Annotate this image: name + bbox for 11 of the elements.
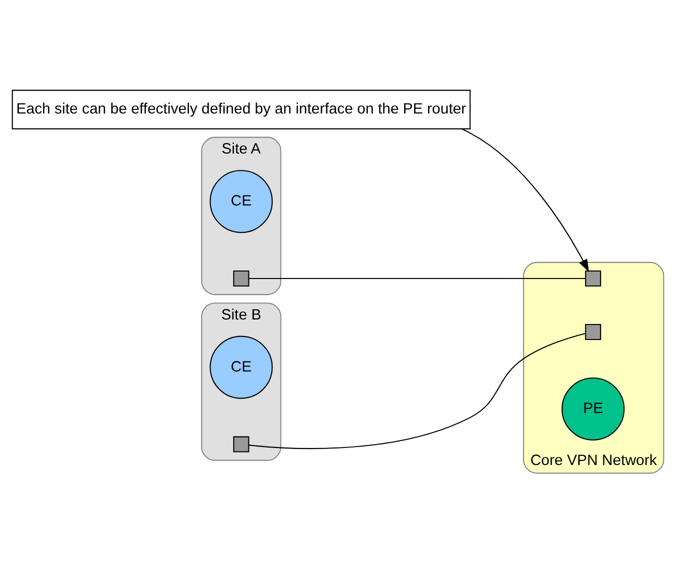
connector bbox=[248, 277, 586, 279]
node-circle: CE bbox=[210, 169, 273, 233]
node-box bbox=[233, 436, 250, 452]
node-box bbox=[233, 270, 250, 286]
node-circle: PE bbox=[562, 376, 625, 440]
connector bbox=[248, 332, 586, 448]
node-box: Each site can be effectively defined by an interface on the PE router bbox=[12, 89, 471, 129]
node-circle: CE bbox=[210, 335, 273, 398]
node-box bbox=[585, 323, 602, 340]
arrow bbox=[461, 128, 590, 272]
node-box bbox=[585, 270, 602, 286]
